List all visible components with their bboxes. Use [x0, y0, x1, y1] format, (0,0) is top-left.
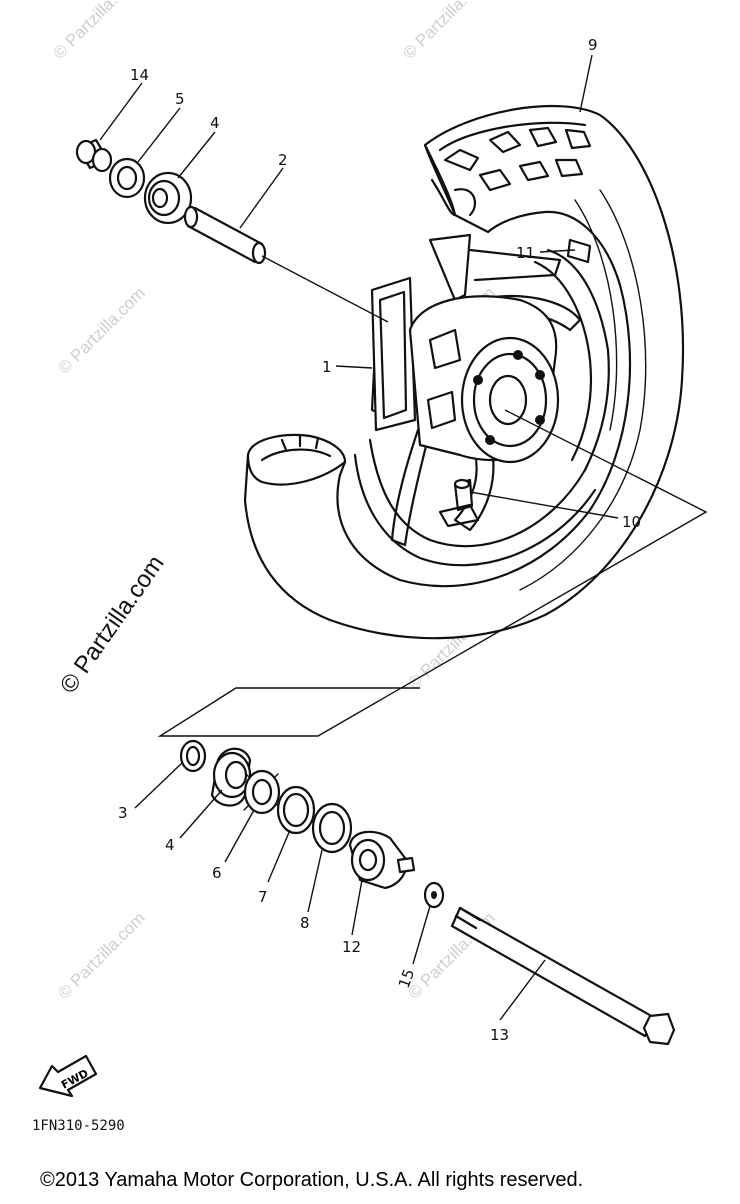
site-watermark: © Partzilla.com	[55, 550, 170, 698]
meter-gear-unit-12	[348, 830, 416, 890]
part-label-6: 6	[212, 864, 222, 882]
part-label-5: 5	[175, 90, 185, 108]
leader-lines	[99, 54, 619, 1021]
part-labels: 14 5 4 2 9 11 1 10 3 4 6 7 8 12 15 13	[118, 36, 641, 1044]
part-label-15: 15	[395, 966, 418, 990]
part-label-11: 11	[516, 244, 535, 262]
tire	[243, 104, 685, 640]
fwd-arrow-icon: FWD	[38, 1054, 98, 1098]
part-label-9: 9	[588, 36, 598, 54]
part-label-4-upper: 4	[210, 114, 220, 132]
copyright-text: ©2013 Yamaha Motor Corporation, U.S.A. A…	[40, 1169, 583, 1191]
part-label-8: 8	[300, 914, 310, 932]
collar-14	[75, 138, 113, 173]
part-label-1: 1	[322, 358, 332, 376]
axle-13	[450, 906, 676, 1046]
part-label-3: 3	[118, 804, 128, 822]
part-label-4-lower: 4	[165, 836, 175, 854]
circlip-3	[179, 739, 207, 773]
washer-7	[276, 785, 316, 835]
bearing-4-upper	[143, 171, 193, 225]
watermark: © Partzilla.com	[54, 908, 148, 1002]
oil-seal-8	[311, 802, 353, 854]
part-label-14: 14	[130, 66, 149, 84]
bearing-4-lower	[210, 747, 252, 807]
oil-seal-5	[108, 157, 146, 199]
watermark: © Partzilla.com	[399, 0, 493, 63]
part-label-13: 13	[490, 1026, 509, 1044]
washer-15	[423, 881, 445, 909]
wheel-rim	[353, 233, 610, 567]
gear-6	[243, 769, 281, 815]
watermark: © Partzilla.com	[54, 283, 148, 377]
part-label-7: 7	[258, 888, 268, 906]
watermark: © Partzilla.com	[49, 0, 143, 63]
part-label-10: 10	[622, 513, 641, 531]
diagram-code: 1FN310-5290	[32, 1118, 125, 1134]
spacer-2	[183, 205, 267, 265]
part-label-2: 2	[278, 151, 288, 169]
part-label-12: 12	[342, 938, 361, 956]
